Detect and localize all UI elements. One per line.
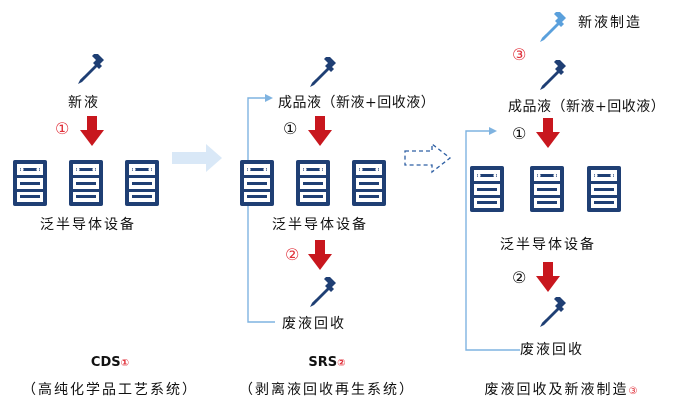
flow-dashed-arrow-icon xyxy=(404,142,452,174)
recycle-caption-mark: ③ xyxy=(628,386,640,397)
recycle-caption-text: 废液回收及新液制造 xyxy=(484,382,629,398)
cds-red-down-arrow-icon xyxy=(80,116,104,146)
srs-red-down-arrow-icon xyxy=(308,240,332,270)
srs-equipment-label: 泛半导体设备 xyxy=(272,217,368,233)
recycle-waste-recovery-label: 废液回收 xyxy=(520,342,584,358)
srs-return-line xyxy=(247,97,275,323)
srs-server-icon xyxy=(296,160,330,206)
srs-step2-number: ② xyxy=(285,245,300,264)
cds-equipment-label: 泛半导体设备 xyxy=(40,217,136,233)
srs-server-icon xyxy=(240,160,274,206)
cds-caption-mark: ① xyxy=(120,358,130,369)
recycle-server-icon xyxy=(530,166,564,212)
recycle-dropper-icon xyxy=(540,60,566,90)
recycle-new-manufacture-label: 新液制造 xyxy=(578,15,642,31)
recycle-red-down-arrow-icon xyxy=(536,118,560,148)
srs-server-icon xyxy=(352,160,386,206)
recycle-product-liquid-label: 成品液（新液+回收液） xyxy=(508,99,666,115)
recycle-dropper-icon xyxy=(540,297,566,327)
srs-caption-mark: ② xyxy=(337,358,346,369)
recycle-equipment-label: 泛半导体设备 xyxy=(500,237,596,253)
srs-step1-number: ① xyxy=(283,119,298,138)
recycle-step1-number: ① xyxy=(512,124,527,143)
cds-new-liquid-label: 新液 xyxy=(68,95,100,111)
recycle-new-dropper-icon xyxy=(540,12,566,42)
srs-caption-title: SRS② xyxy=(277,355,377,370)
srs-dropper-icon xyxy=(310,57,336,87)
recycle-step3-number: ③ xyxy=(512,45,527,64)
cds-dropper-icon xyxy=(78,54,104,84)
srs-product-liquid-label: 成品液（新液+回收液） xyxy=(278,95,436,111)
recycle-server-icon xyxy=(470,166,504,212)
srs-waste-recovery-label: 废液回收 xyxy=(282,316,346,332)
srs-return-arrowhead-icon xyxy=(265,94,273,102)
cds-caption-title-text: CDS xyxy=(90,355,121,370)
srs-dropper-icon xyxy=(310,277,336,307)
cds-caption-subtitle: （高纯化学品工艺系统） xyxy=(22,382,198,398)
srs-caption-subtitle: （剥离液回收再生系统） xyxy=(239,382,415,398)
cds-step1-number: ① xyxy=(55,119,70,138)
recycle-return-arrowhead-icon xyxy=(489,127,497,135)
recycle-red-down-arrow-icon xyxy=(536,262,560,292)
cds-server-icon xyxy=(13,160,47,206)
cds-server-icon xyxy=(125,160,159,206)
srs-caption-title-text: SRS xyxy=(308,355,338,370)
cds-server-icon xyxy=(69,160,103,206)
recycle-return-line xyxy=(465,130,520,351)
recycle-caption: 废液回收及新液制造③ xyxy=(446,379,678,399)
recycle-step2-number: ② xyxy=(512,268,527,287)
recycle-server-icon xyxy=(587,166,621,212)
flow-arrow-icon xyxy=(172,144,222,172)
srs-red-down-arrow-icon xyxy=(308,116,332,146)
cds-caption-title: CDS① xyxy=(60,355,160,370)
